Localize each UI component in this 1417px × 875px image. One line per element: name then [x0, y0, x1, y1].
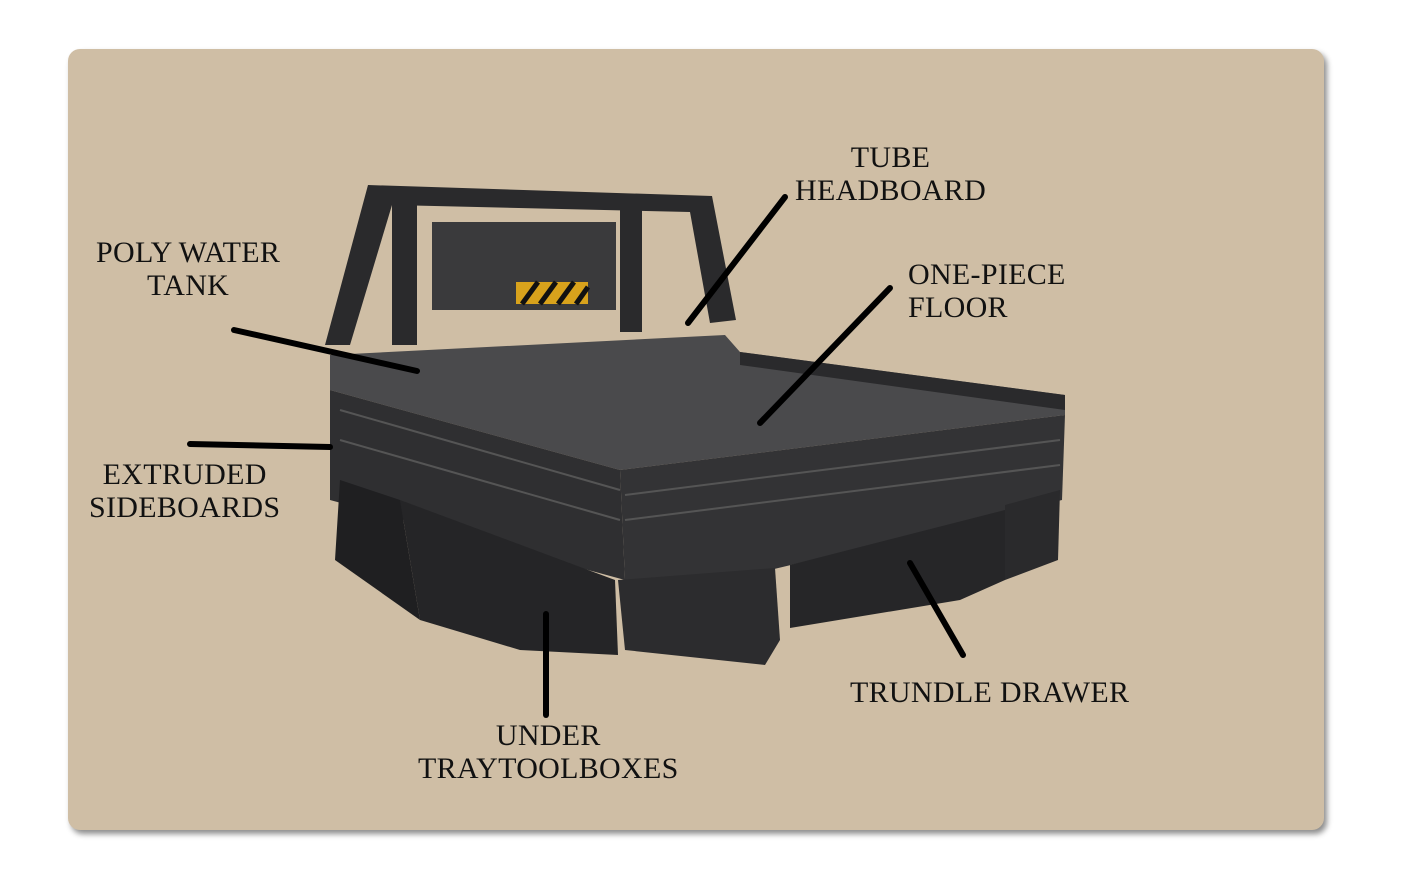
label-poly-water-tank: POLY WATER TANK — [96, 236, 280, 302]
tray-body — [330, 335, 1065, 665]
leader-tube-headboard — [685, 194, 788, 326]
label-line: EXTRUDED — [102, 458, 267, 491]
leader-one-piece-floor — [757, 285, 893, 426]
label-one-piece-floor: ONE-PIECE FLOOR — [908, 258, 1066, 324]
label-line: TUBE — [850, 141, 931, 174]
label-line: ONE-PIECE — [908, 258, 1066, 291]
label-line: TRUNDLE DRAWER — [850, 676, 1130, 709]
label-under-tray-toolboxes: UNDER TRAYTOOLBOXES — [418, 719, 679, 785]
tube-headboard — [325, 185, 736, 345]
label-line: POLY WATER — [96, 236, 281, 269]
leader-trundle-drawer — [907, 560, 966, 658]
trundle-drawer — [790, 510, 1005, 628]
label-line: SIDEBOARDS — [89, 491, 281, 524]
leader-extruded-sideboards — [187, 441, 333, 450]
label-trundle-drawer: TRUNDLE DRAWER — [850, 676, 1129, 709]
toolbox — [400, 500, 618, 655]
leader-lines — [187, 194, 966, 718]
label-line: HEADBOARD — [795, 174, 987, 207]
label-line: FLOOR — [908, 291, 1008, 324]
label-extruded-sideboards: EXTRUDED SIDEBOARDS — [89, 458, 280, 524]
left-sideboard — [330, 390, 625, 580]
label-line: TANK — [147, 269, 230, 302]
label-line: TRAYTOOLBOXES — [418, 752, 679, 785]
rear-sideboard — [620, 415, 1065, 580]
label-tube-headboard: TUBE HEADBOARD — [795, 141, 986, 207]
leader-poly-water-tank — [231, 327, 420, 374]
label-line: UNDER — [495, 719, 601, 752]
